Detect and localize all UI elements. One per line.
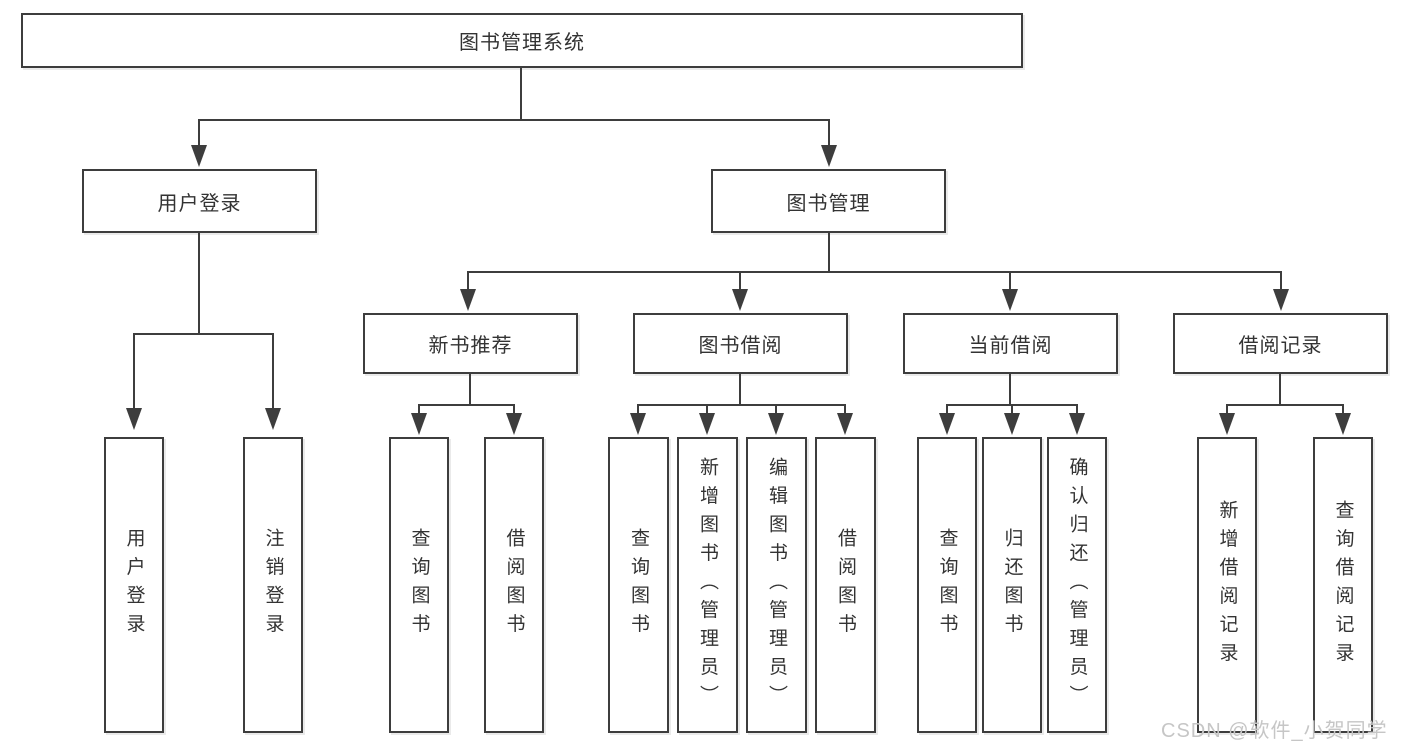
node-new-book-recommend-label: 新书推荐 [428, 335, 513, 357]
arrowhead-nbr-borrow-icon [506, 413, 522, 435]
leaf-bb-borrow-books: 借阅图书 [815, 437, 876, 733]
leaf-bb-borrow-books-label: 借阅图书 [835, 528, 856, 642]
arrowhead-book-mgmt-icon [821, 145, 837, 167]
node-book-borrowing-label: 图书借阅 [698, 335, 783, 357]
arrowhead-cb-query-icon [939, 413, 955, 435]
connector-root-trunk [520, 68, 522, 121]
leaf-logout-label: 注销登录 [262, 528, 284, 642]
connector-mgmt-bar [468, 271, 1282, 273]
node-current-borrowing-label: 当前借阅 [968, 335, 1053, 357]
leaf-nbr-borrow-books: 借阅图书 [484, 437, 544, 733]
connector-mgmt-stem-4 [1280, 271, 1282, 289]
arrowhead-borrow-records-icon [1273, 289, 1289, 311]
connector-root-stem-left [198, 119, 200, 147]
node-current-borrowing: 当前借阅 [903, 313, 1118, 374]
leaf-cb-return-books: 归还图书 [982, 437, 1042, 733]
node-user-login-label: 用户登录 [157, 192, 242, 215]
arrowhead-new-book-icon [460, 289, 476, 311]
leaf-bb-add-books-admin: 新增图书（管理员） [677, 437, 738, 733]
node-book-management-label: 图书管理 [786, 192, 871, 215]
node-new-book-recommend: 新书推荐 [363, 313, 578, 374]
connector-login-stem-2 [272, 333, 274, 410]
arrowhead-bb-borrow-icon [837, 413, 853, 435]
leaf-br-add-record-label: 新增借阅记录 [1216, 499, 1238, 671]
connector-mgmt-trunk [828, 233, 830, 273]
leaf-bb-edit-books-admin: 编辑图书（管理员） [746, 437, 807, 733]
leaf-cb-confirm-return-admin: 确认归还（管理员） [1047, 437, 1107, 733]
arrowhead-user-login-icon [191, 145, 207, 167]
leaf-bb-query-books-label: 查询图书 [628, 528, 649, 642]
connector-bb-stem-2 [706, 404, 708, 414]
connector-br-stem-2 [1342, 404, 1344, 414]
connector-root-stem-right [828, 119, 830, 147]
leaf-nbr-borrow-books-label: 借阅图书 [503, 528, 525, 642]
arrowhead-nbr-query-icon [411, 413, 427, 435]
node-book-management: 图书管理 [711, 169, 946, 233]
leaf-logout: 注销登录 [243, 437, 303, 733]
arrowhead-current-borrow-icon [1002, 289, 1018, 311]
connector-mgmt-stem-1 [467, 271, 469, 289]
leaf-bb-query-books: 查询图书 [608, 437, 669, 733]
connector-br-stem-1 [1226, 404, 1228, 414]
connector-root-bar [198, 119, 830, 121]
leaf-cb-query-books: 查询图书 [917, 437, 977, 733]
connector-br-bar [1226, 404, 1344, 406]
arrowhead-cb-return-icon [1004, 413, 1020, 435]
arrowhead-bb-edit-icon [768, 413, 784, 435]
leaf-br-query-record: 查询借阅记录 [1313, 437, 1373, 733]
arrowhead-bb-query-icon [630, 413, 646, 435]
connector-bb-stem-1 [637, 404, 639, 414]
connector-bb-trunk [739, 374, 741, 406]
arrowhead-br-query-icon [1335, 413, 1351, 435]
csdn-watermark: CSDN @软件_小贺同学 [1161, 720, 1388, 742]
connector-login-stem-1 [133, 333, 135, 410]
connector-login-bar [133, 333, 274, 335]
connector-cb-stem-2 [1011, 404, 1013, 414]
leaf-nbr-query-books-label: 查询图书 [408, 528, 430, 642]
arrowhead-br-add-icon [1219, 413, 1235, 435]
leaf-cb-confirm-return-admin-label: 确认归还（管理员） [1066, 456, 1088, 714]
arrowhead-bb-add-icon [699, 413, 715, 435]
leaf-user-login-label: 用户登录 [123, 528, 145, 642]
connector-nbr-bar [418, 404, 515, 406]
connector-bb-stem-4 [844, 404, 846, 414]
connector-br-trunk [1279, 374, 1281, 406]
connector-cb-trunk [1009, 374, 1011, 406]
leaf-bb-edit-books-admin-label: 编辑图书（管理员） [766, 456, 787, 714]
connector-mgmt-stem-3 [1009, 271, 1011, 289]
node-book-borrowing: 图书借阅 [633, 313, 848, 374]
connector-mgmt-stem-2 [739, 271, 741, 289]
node-borrowing-records: 借阅记录 [1173, 313, 1388, 374]
node-library-system: 图书管理系统 [21, 13, 1023, 68]
connector-cb-stem-3 [1076, 404, 1078, 414]
arrowhead-leaf-login-icon [126, 408, 142, 430]
leaf-br-add-record: 新增借阅记录 [1197, 437, 1257, 733]
leaf-cb-query-books-label: 查询图书 [936, 528, 958, 642]
node-borrowing-records-label: 借阅记录 [1238, 335, 1323, 357]
connector-login-trunk [198, 233, 200, 335]
arrowhead-leaf-logout-icon [265, 408, 281, 430]
connector-nbr-trunk [469, 374, 471, 406]
arrowhead-book-borrow-icon [732, 289, 748, 311]
connector-bb-bar [637, 404, 846, 406]
leaf-bb-add-books-admin-label: 新增图书（管理员） [697, 456, 718, 714]
leaf-cb-return-books-label: 归还图书 [1001, 528, 1023, 642]
connector-cb-stem-1 [946, 404, 948, 414]
connector-bb-stem-3 [775, 404, 777, 414]
leaf-user-login: 用户登录 [104, 437, 164, 733]
leaf-br-query-record-label: 查询借阅记录 [1332, 499, 1354, 671]
connector-nbr-stem-1 [418, 404, 420, 414]
leaf-nbr-query-books: 查询图书 [389, 437, 449, 733]
node-library-system-label: 图书管理系统 [459, 32, 585, 54]
node-user-login: 用户登录 [82, 169, 317, 233]
connector-nbr-stem-2 [513, 404, 515, 414]
arrowhead-cb-confirm-icon [1069, 413, 1085, 435]
